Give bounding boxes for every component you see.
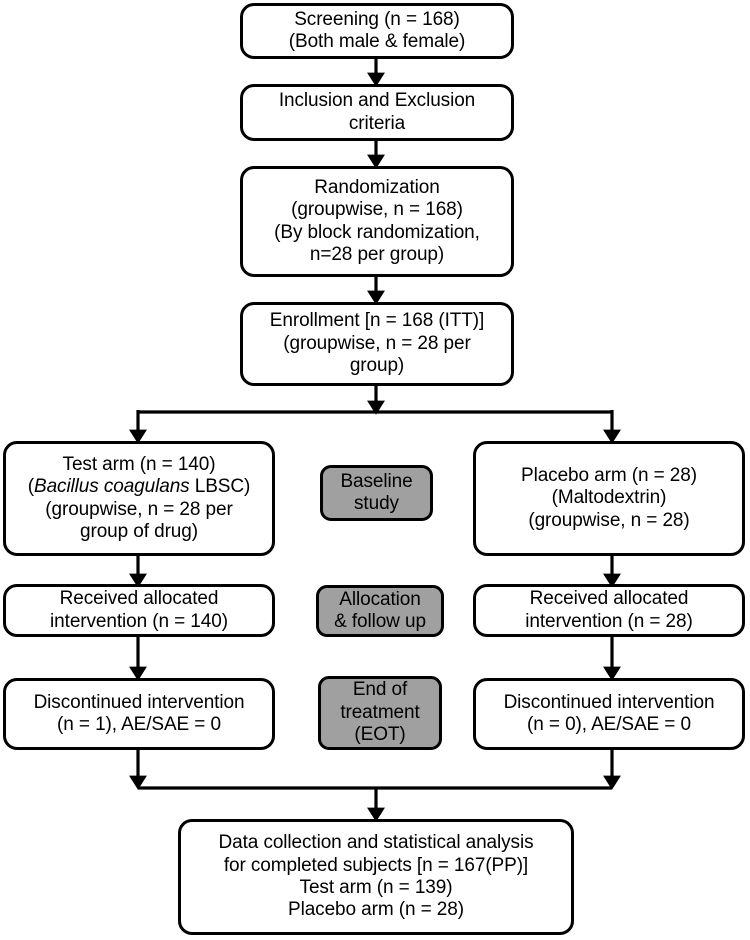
node-placebo-arm[interactable]: Placebo arm (n = 28) (Maltodextrin) (gro… [473,441,745,556]
test-discontinued-line-2: (n = 1), AE/SAE = 0 [57,714,221,735]
placebo-received-line-2: intervention (n = 28) [525,610,693,632]
test-arm-line-3: (groupwise, n = 28 per [45,498,233,520]
allocation-stage-line-1: Allocation [339,588,421,610]
placebo-received-line-1: Received allocated [529,588,689,610]
test-received-line-1: Received allocated [59,588,219,610]
test-arm-line-1: Test arm (n = 140) [62,453,216,475]
analysis-line-4: Placebo arm (n = 28) [288,899,464,921]
analysis-line-3: Test arm (n = 139) [299,877,453,898]
enrollment-line-3: group) [349,355,405,377]
placebo-discontinued-line-1: Discontinued intervention [503,691,715,713]
placebo-arm-line-1: Placebo arm (n = 28) [521,464,697,486]
enrollment-line-1: Enrollment [n = 168 (ITT)] [269,310,485,332]
criteria-line-1: Inclusion and Exclusion [278,90,476,112]
node-test-received-allocated-intervention[interactable]: Received allocated intervention (n = 140… [3,584,275,637]
placebo-arm-line-3: (groupwise, n = 28) [528,509,690,531]
placebo-discontinued-line-2: (n = 0), AE/SAE = 0 [527,714,691,735]
randomization-line-3: (By block randomization, [274,221,480,243]
node-inclusion-exclusion-criteria[interactable]: Inclusion and Exclusion criteria [240,84,514,141]
test-arm-line-2: (Bacillus coagulans LBSC) [27,476,251,498]
node-test-discontinued-intervention[interactable]: Discontinued intervention (n = 1), AE/SA… [3,678,275,750]
analysis-line-1: Data collection and statistical analysis [218,832,534,854]
test-received-line-2: intervention (n = 140) [50,610,228,632]
node-placebo-received-allocated-intervention[interactable]: Received allocated intervention (n = 28) [473,584,745,637]
test-arm-paren-open: ( [27,476,34,498]
enrollment-line-2: (groupwise, n = 28 per [283,332,471,354]
test-arm-organism: Bacillus coagulans [34,476,190,498]
baseline-stage-line-2: study [354,493,399,514]
placebo-arm-line-2: (Maltodextrin) [551,487,667,509]
randomization-line-1: Randomization [314,176,440,198]
test-arm-line-4: group of drug) [80,520,198,542]
eot-stage-line-2: treatment [340,701,420,723]
screening-line-1: Screening (n = 168) [294,8,460,30]
randomization-line-2: (groupwise, n = 168) [291,199,463,221]
node-placebo-discontinued-intervention[interactable]: Discontinued intervention (n = 0), AE/SA… [473,678,745,750]
node-stage-baseline-study[interactable]: Baseline study [320,465,433,521]
node-randomization[interactable]: Randomization (groupwise, n = 168) (By b… [240,166,514,277]
allocation-stage-line-2: & follow up [334,611,426,632]
eot-stage-line-1: End of [352,679,408,701]
test-arm-strain: LBSC) [189,476,251,498]
test-discontinued-line-1: Discontinued intervention [33,691,245,713]
eot-stage-line-3: (EOT) [354,724,406,746]
node-data-collection-analysis[interactable]: Data collection and statistical analysis… [178,819,574,935]
node-test-arm[interactable]: Test arm (n = 140) (Bacillus coagulans L… [3,441,275,556]
baseline-stage-line-1: Baseline [340,470,413,492]
screening-line-2: (Both male & female) [288,31,466,52]
criteria-line-2: criteria [348,112,406,134]
node-stage-allocation-follow-up[interactable]: Allocation & follow up [316,585,444,637]
randomization-line-4: n=28 per group) [309,243,445,265]
node-enrollment[interactable]: Enrollment [n = 168 (ITT)] (groupwise, n… [240,302,514,386]
analysis-line-2: for completed subjects [n = 167(PP)] [223,854,529,876]
node-stage-end-of-treatment[interactable]: End of treatment (EOT) [318,676,442,750]
node-screening[interactable]: Screening (n = 168) (Both male & female) [240,3,514,59]
